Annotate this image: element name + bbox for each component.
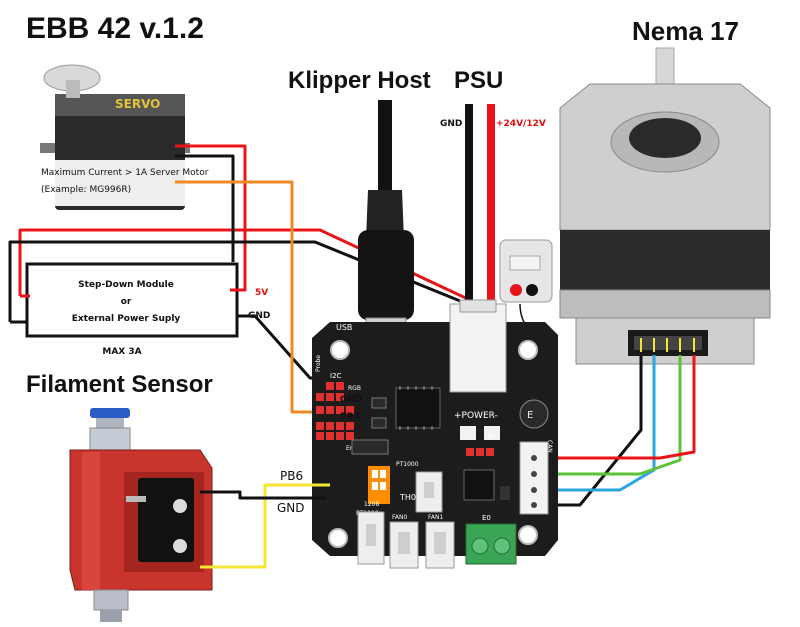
sensor-pb6-label: PB6 — [280, 469, 303, 483]
header-gnd-label: GND — [340, 395, 362, 405]
klipper-host-cable: Klipper Host — [288, 67, 431, 365]
motor-connector — [519, 441, 549, 515]
filament-sensor: Filament Sensor PB6 GND — [26, 371, 305, 622]
e0-label: E0 — [482, 514, 491, 522]
svg-text:E: E — [527, 410, 533, 421]
servo-label: SERVO — [115, 97, 160, 111]
fan1-label: FAN1 — [428, 514, 443, 521]
mount-hole-bl — [328, 528, 348, 548]
psu-label: PSU — [454, 67, 503, 94]
klipper-host-label: Klipper Host — [288, 67, 431, 94]
capacitor — [519, 399, 549, 429]
stepdown-5v-label: 5V — [255, 288, 268, 298]
fan0-label: FAN0 — [392, 514, 407, 521]
stepdown-max-current: MAX 3A — [102, 347, 141, 357]
i2c-label: I2C — [330, 372, 342, 380]
stepdown-line3: External Power Suply — [72, 314, 181, 324]
stepdown-module: Step-Down Module or External Power Suply… — [25, 262, 270, 357]
rgb-label: RGB — [348, 385, 361, 392]
hv-label: H — [488, 432, 493, 440]
power-label: +POWER- — [454, 411, 498, 421]
motor-wires — [528, 355, 696, 507]
usb-label: USB — [336, 323, 352, 332]
servo-motor: SERVO Maximum Current > 1A Server Motor … — [30, 64, 210, 210]
mount-hole-tl — [330, 340, 350, 360]
diagram-title: EBB 42 v.1.2 — [26, 12, 204, 45]
mount-hole-tr — [518, 340, 538, 360]
filament-sensor-label: Filament Sensor — [26, 371, 213, 398]
servo-note-line2: (Example: MG996R) — [41, 185, 131, 195]
header-pb3-label: PB3 — [340, 412, 360, 422]
mount-hole-br — [518, 525, 538, 545]
motor-label: Nema 17 — [632, 16, 739, 46]
servo-wires — [8, 144, 471, 414]
stepper-motor: Nema 17 — [559, 16, 771, 365]
psu-gnd-label: GND — [440, 119, 462, 129]
sensor-gnd-label: GND — [277, 501, 305, 515]
stepdown-line1: Step-Down Module — [78, 280, 174, 290]
sensor-wires — [200, 483, 330, 569]
dip-switch — [368, 466, 390, 504]
power-connector — [449, 303, 507, 393]
probe-label: Probe — [315, 355, 322, 372]
stepdown-line2: or — [121, 297, 132, 307]
mcu-chip — [395, 387, 441, 429]
psu-vin-label: +24V/12V — [496, 119, 546, 129]
pt1000-label-a: PT1000 — [396, 461, 419, 468]
th0-label: TH0 — [399, 493, 416, 502]
power-plug-icon — [499, 239, 553, 303]
ebb42-board: USB Probe I2C RGB Endstop GND PB3 +POWER… — [312, 299, 558, 569]
r1208-label: 1208 — [364, 501, 379, 508]
servo-note-line1: Maximum Current > 1A Server Motor — [41, 168, 209, 178]
can-label: CAN — [546, 440, 553, 453]
motor-connector-pins — [640, 338, 695, 352]
stepdown-gnd-label: GND — [248, 311, 270, 321]
pin-headers — [316, 382, 494, 456]
psu: PSU GND +24V/12V — [440, 67, 553, 335]
driver-chip — [463, 469, 495, 501]
